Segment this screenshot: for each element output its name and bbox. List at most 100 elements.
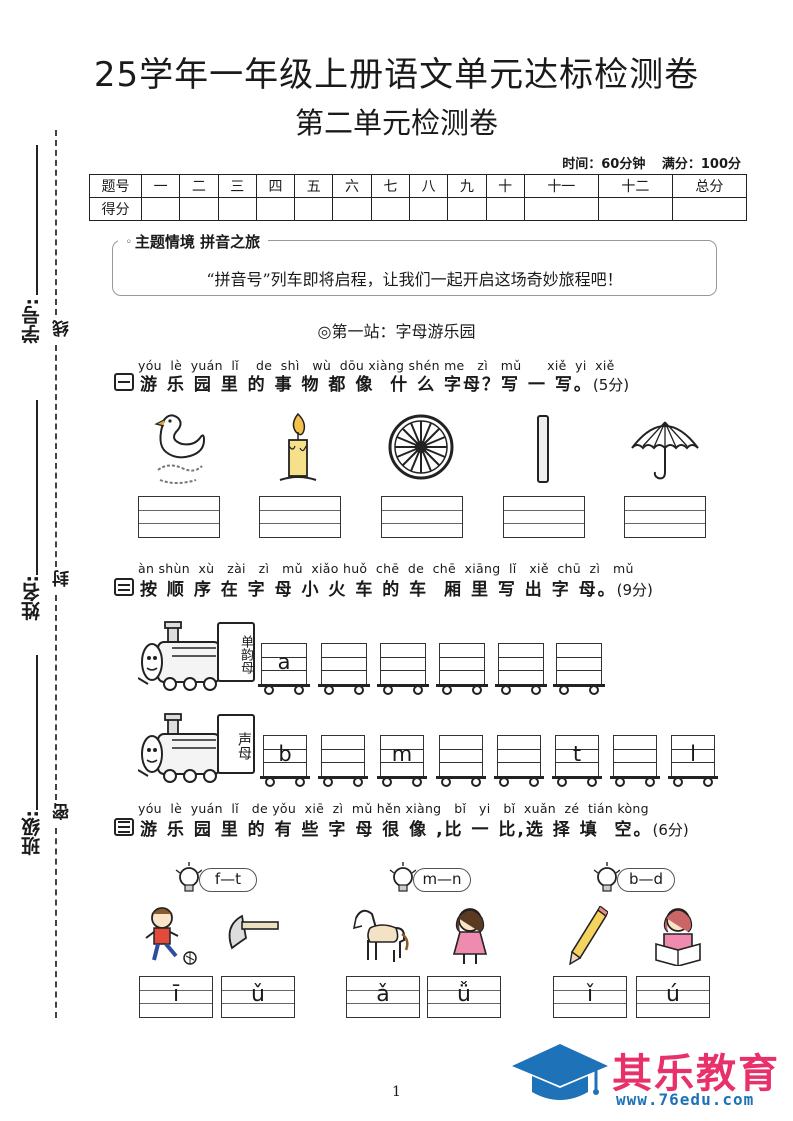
q1-text-body: 游 乐 园 里 的 事 物 都 像 什 么 字母？写 一 写。 [140,375,593,395]
score-cell-input[interactable] [332,197,372,221]
student-id-line [36,145,38,295]
score-cell-header: 八 [408,174,449,198]
station-title: ◎第一站：字母游乐园 [317,322,476,341]
train1-car[interactable] [553,643,605,695]
q3-answer-grid[interactable]: ǎ [346,976,420,1018]
train2-car[interactable] [610,735,660,787]
q1-answer-grid[interactable] [381,496,463,538]
exam-meta: 时间：60分钟 满分：100分 [550,153,741,172]
score-cell-input[interactable] [597,197,673,221]
score-cell-header: 九 [447,174,487,198]
q3-answer-grid[interactable]: ǚ [427,976,501,1018]
class-line [36,655,38,810]
train2-car[interactable] [436,735,486,787]
q3-answer-grid[interactable]: ǔ [221,976,295,1018]
score-cell-input[interactable] [523,197,599,221]
stick-icon [537,415,549,483]
theme-heading-text: 主题情境 拼音之旅 [134,233,261,251]
q2-text: 按 顺 序 在 字 母 小 火 车 的 车 厢 里 写 出 字 母。(9分) [140,575,653,600]
train2-car[interactable] [494,735,544,787]
seal-dashed-line [55,345,57,567]
q3-points: (6分) [652,821,689,839]
candle-icon [279,412,317,481]
train2-car-letter: l [690,741,696,766]
q1-number-icon [114,373,134,391]
q3-text-body: 游 乐 园 里 的 有 些 字 母 很 像 ,比 一 比,选 择 填 空。 [140,820,653,840]
score-cell-input[interactable] [179,197,219,221]
train2-sign-text: 声母 [236,732,252,760]
score-cell-input[interactable] [485,197,525,221]
score-cell-header: 十二 [597,174,673,198]
score-table: 题号 一 二 三 四 五 六 七 八 九 十 十一 十二 总分 得分 [89,174,748,221]
locomotive-icon [138,713,221,783]
q3-answer-grid[interactable]: ǐ [553,976,627,1018]
theme-text: “拼音号”列车即将启程，让我们一起开启这场奇妙旅程吧！ [206,270,623,289]
train1-car[interactable] [436,643,488,695]
score-cell-header: 一 [140,174,181,198]
score-cell-header: 题号 [89,174,142,198]
train2-car[interactable] [318,735,368,787]
score-cell-input[interactable] [294,197,334,221]
q1-answer-grid[interactable] [624,496,706,538]
q3-tone-mark: ī [172,982,180,1008]
class-label: 班级: [21,810,43,856]
train2-car-letter: b [278,741,292,766]
train2-car[interactable]: b [260,735,310,787]
train1-sign: 单韵母 [217,622,255,682]
score-cell-header: 三 [217,174,257,198]
train2-car[interactable]: t [552,735,602,787]
q3-tone-mark: ǔ [251,982,265,1008]
train1-car[interactable] [377,643,429,695]
q2-number-icon [114,578,134,596]
train1-car[interactable] [318,643,370,695]
score-cell-header: 五 [294,174,334,198]
train1-car[interactable]: a [258,643,310,695]
girl-icon [452,908,488,964]
q2-text-body: 按 顺 序 在 字 母 小 火 车 的 车 厢 里 写 出 字 母。 [140,580,617,600]
wheel-icon [388,414,454,480]
name-line [36,400,38,575]
lightbulb-icon [389,862,416,892]
q3-answer-grid[interactable]: ú [636,976,710,1018]
seal-char-mi: 密 [53,803,73,820]
umbrella-icon [631,421,699,480]
seal-dashed-line [55,828,57,1018]
hint-pill: b—d [617,868,675,892]
q1-answer-grid[interactable] [259,496,341,538]
q3-text: 游 乐 园 里 的 有 些 字 母 很 像 ,比 一 比,选 择 填 空。(6分… [140,815,689,840]
train1-car-letter: a [277,649,291,674]
lightbulb-icon [175,862,202,892]
theme-heading: ◦ 主题情境 拼音之旅 [118,231,269,252]
q1-answer-grid[interactable] [503,496,585,538]
q1-points: (5分) [592,376,630,394]
axe-icon [228,914,279,950]
score-cell-input[interactable] [255,197,296,221]
score-cell-input[interactable] [370,197,410,221]
q1-answer-grid[interactable] [138,496,220,538]
pencil-icon [569,906,608,966]
score-table-score-row: 得分 [89,197,748,221]
seal-char-feng: 封 [53,570,73,587]
score-cell-header: 四 [255,174,296,198]
q2-pinyin: àn shùn xù zài zì mǔ xiǎo huǒ chē de chē… [138,561,634,576]
score-cell-header: 总分 [671,174,748,198]
score-cell-input[interactable] [140,197,181,221]
horse-icon [352,909,409,962]
score-cell-input[interactable] [447,197,487,221]
goose-icon [154,414,206,484]
time-limit: 时间：60分钟 [562,157,646,172]
train2-car[interactable]: l [668,735,718,787]
train1-car[interactable] [495,643,547,695]
seal-dashed-line [55,130,57,315]
score-cell-input[interactable] [671,197,748,221]
score-cell-header: 七 [370,174,410,198]
train2-sign: 声母 [217,714,255,774]
score-cell-input[interactable] [408,197,449,221]
watermark-url: www.76edu.com [616,1090,755,1109]
train2-car[interactable]: m [377,735,427,787]
q3-number-icon [114,818,134,836]
watermark-brand: 其乐教育 [612,1051,780,1097]
name-label: 姓名: [21,575,43,621]
score-cell-input[interactable] [217,197,257,221]
q3-answer-grid[interactable]: ī [139,976,213,1018]
